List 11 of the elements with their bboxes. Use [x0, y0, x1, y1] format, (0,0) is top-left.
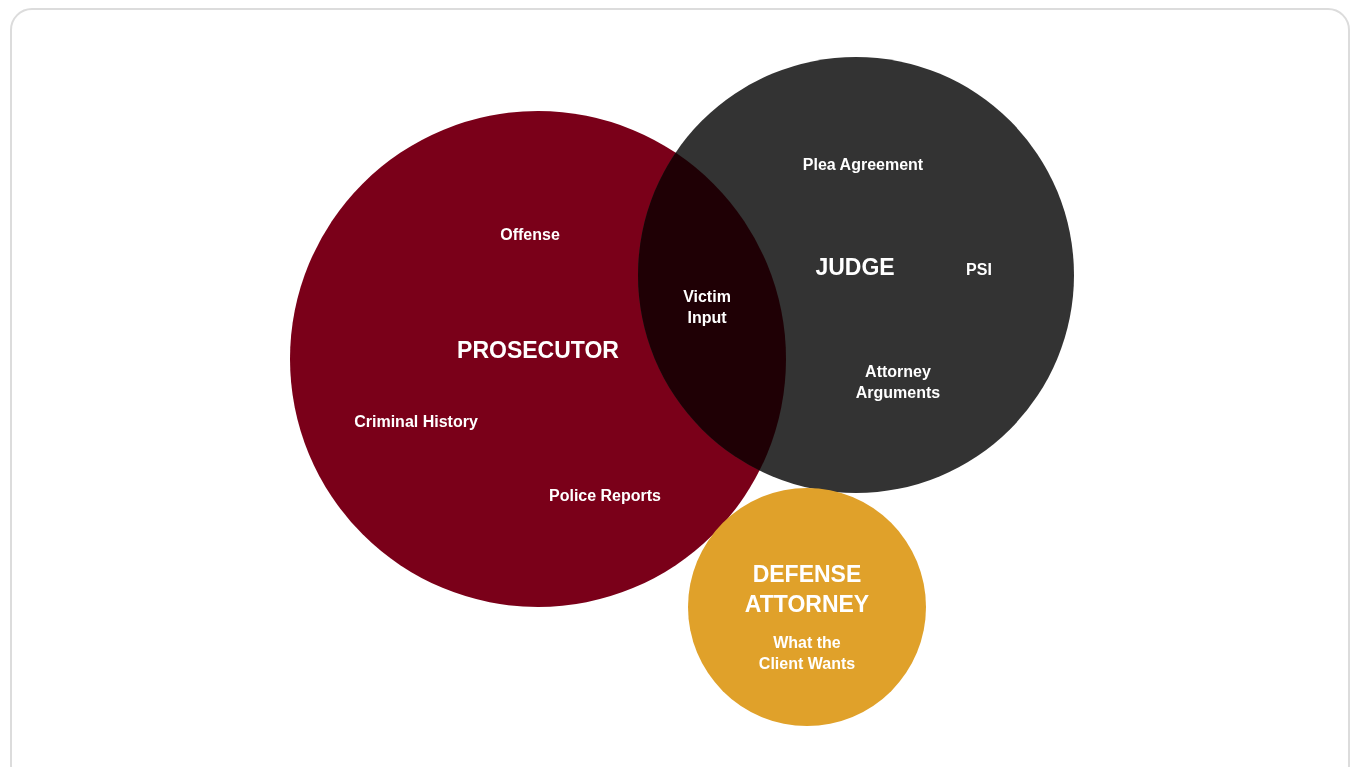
factor-label: PSI — [965, 259, 993, 280]
factor-label: Criminal History — [353, 411, 479, 432]
factor-label: Plea Agreement — [801, 154, 925, 175]
factor-label: What the Client Wants — [757, 633, 857, 674]
role-heading: PROSECUTOR — [456, 336, 620, 366]
factor-label: Attorney Arguments — [854, 362, 942, 403]
factor-label: Offense — [499, 224, 561, 245]
role-heading: JUDGE — [814, 253, 896, 283]
factor-label: Victim Input — [682, 287, 732, 328]
factor-label: Police Reports — [548, 485, 662, 506]
role-heading: DEFENSE ATTORNEY — [743, 560, 871, 619]
